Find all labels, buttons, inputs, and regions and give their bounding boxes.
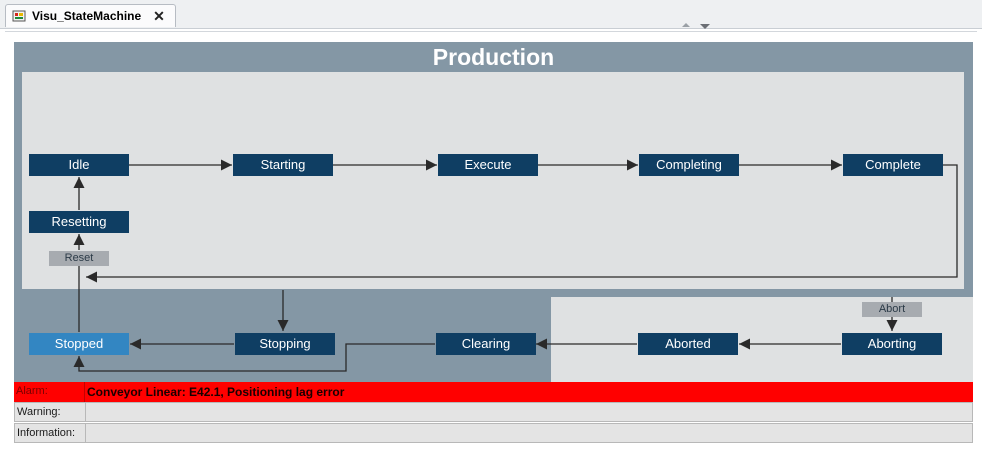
production-inner-area bbox=[22, 72, 964, 289]
alarm-divider bbox=[84, 382, 85, 402]
tab-title: Visu_StateMachine bbox=[32, 9, 142, 23]
tab-visu-statemachine[interactable]: Visu_StateMachine ✕ bbox=[5, 4, 176, 27]
warning-row[interactable]: Warning: bbox=[14, 402, 973, 422]
chevron-down-icon[interactable] bbox=[700, 24, 710, 29]
state-aborting[interactable]: Aborting bbox=[842, 333, 942, 355]
state-aborted[interactable]: Aborted bbox=[638, 333, 738, 355]
reset-button[interactable]: Reset bbox=[49, 251, 109, 266]
information-row[interactable]: Information: bbox=[14, 423, 973, 443]
abort-button[interactable]: Abort bbox=[862, 302, 922, 317]
alarm-row[interactable]: Alarm: Conveyor Linear: E42.1, Positioni… bbox=[14, 382, 973, 402]
state-complete[interactable]: Complete bbox=[843, 154, 943, 176]
warning-divider bbox=[85, 403, 86, 421]
page-title: Production bbox=[432, 44, 555, 70]
visualization-icon bbox=[12, 9, 26, 23]
information-label: Information: bbox=[17, 427, 76, 439]
state-execute[interactable]: Execute bbox=[438, 154, 538, 176]
message-bar: Alarm: Conveyor Linear: E42.1, Positioni… bbox=[14, 382, 973, 443]
editor-tabstrip: Visu_StateMachine ✕ bbox=[0, 0, 982, 29]
arrow-complete-reset bbox=[86, 164, 958, 283]
state-stopped[interactable]: Stopped bbox=[29, 333, 129, 355]
state-completing[interactable]: Completing bbox=[639, 154, 739, 176]
alarm-label: Alarm: bbox=[16, 385, 48, 397]
state-clearing[interactable]: Clearing bbox=[436, 333, 536, 355]
information-divider bbox=[85, 424, 86, 442]
editor-divider bbox=[5, 31, 977, 32]
state-idle[interactable]: Idle bbox=[29, 154, 129, 176]
collapse-icon[interactable] bbox=[682, 23, 690, 27]
alarm-text: Conveyor Linear: E42.1, Positioning lag … bbox=[87, 385, 345, 399]
state-resetting[interactable]: Resetting bbox=[29, 211, 129, 233]
state-starting[interactable]: Starting bbox=[233, 154, 333, 176]
warning-label: Warning: bbox=[17, 406, 61, 418]
close-icon[interactable]: ✕ bbox=[153, 8, 165, 24]
state-stopping[interactable]: Stopping bbox=[235, 333, 335, 355]
arrow-clearing-stopped bbox=[73, 343, 435, 372]
